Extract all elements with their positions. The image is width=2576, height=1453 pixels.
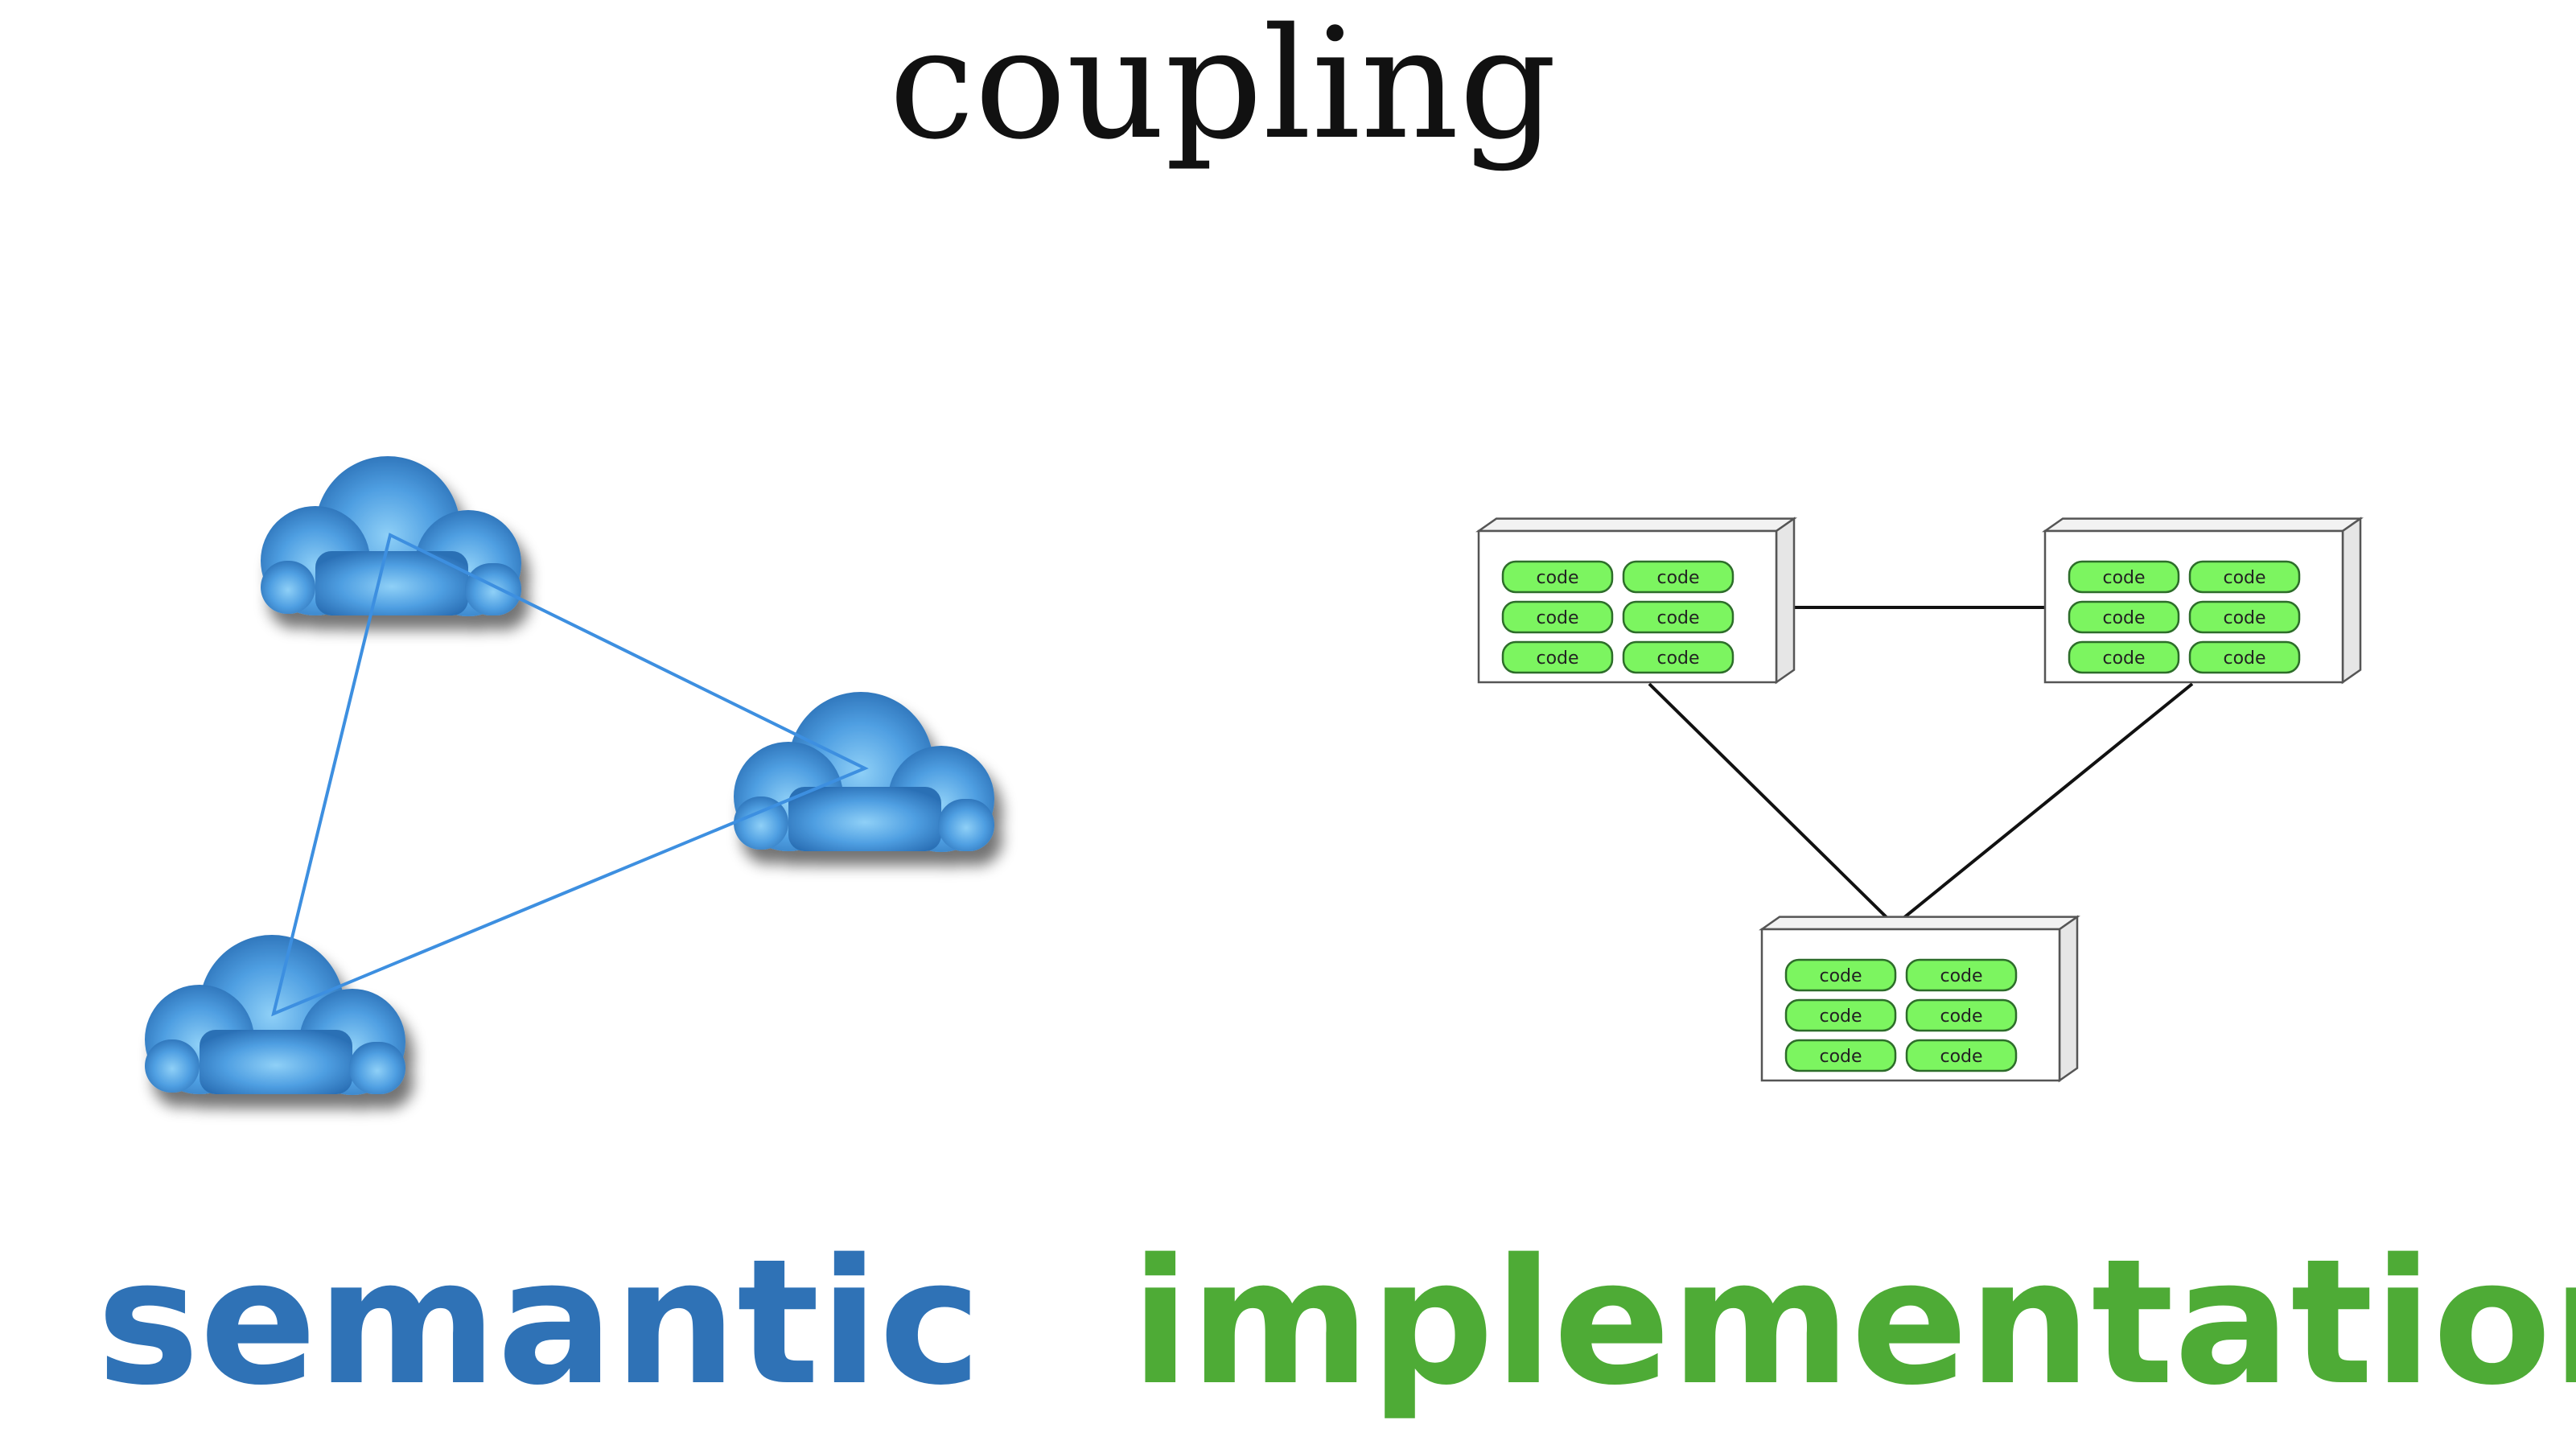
code-chip: code	[1905, 998, 2018, 1032]
code-chip-label: code	[1536, 608, 1578, 628]
code-chip-label: code	[1940, 1047, 1982, 1067]
code-chip-label: code	[2223, 568, 2265, 588]
code-chip: code	[1501, 560, 1614, 594]
implementation-label: implementation	[1130, 1221, 2576, 1423]
code-chip-label: code	[1940, 1006, 1982, 1027]
code-chip: code	[1784, 1039, 1897, 1072]
code-chip-label: code	[1656, 608, 1699, 628]
code-chip: code	[1784, 998, 1897, 1032]
code-chip-label: code	[1940, 966, 1982, 986]
implementation-coupling-link	[1893, 682, 2194, 927]
code-chip: code	[1905, 1039, 2018, 1072]
code-module-icon: code code code code code code	[1759, 915, 2080, 1083]
slide-title: coupling	[889, 0, 1557, 173]
semantic-coupling-link	[271, 533, 869, 1017]
implementation-coupling-link	[1648, 682, 1896, 927]
code-chip-label: code	[2223, 608, 2265, 628]
code-chip-label: code	[1536, 648, 1578, 669]
code-chip-label: code	[1536, 568, 1578, 588]
code-chip: code	[1622, 600, 1734, 634]
code-chip-label: code	[1819, 1006, 1862, 1027]
cloud-icon	[145, 935, 405, 1095]
code-chip-label: code	[2102, 648, 2145, 669]
code-chip: code	[1905, 958, 2018, 992]
code-chip-label: code	[2102, 608, 2145, 628]
code-chip: code	[2068, 560, 2180, 594]
code-chip: code	[1501, 600, 1614, 634]
code-module-icon: code code code code code code	[1475, 517, 1797, 685]
code-chip: code	[2188, 640, 2301, 674]
code-chip: code	[1501, 640, 1614, 674]
code-chip: code	[2188, 560, 2301, 594]
code-chip: code	[2068, 600, 2180, 634]
code-chip-label: code	[1656, 648, 1699, 669]
code-chip: code	[2188, 600, 2301, 634]
code-chip: code	[1622, 560, 1734, 594]
semantic-label: semantic	[97, 1221, 981, 1423]
code-chip-label: code	[1656, 568, 1699, 588]
code-chip: code	[1622, 640, 1734, 674]
code-chip: code	[1784, 958, 1897, 992]
code-chip-label: code	[2102, 568, 2145, 588]
semantic-diagram	[145, 456, 994, 1095]
code-chip-label: code	[1819, 966, 1862, 986]
code-chip: code	[2068, 640, 2180, 674]
code-chip-label: code	[1819, 1047, 1862, 1067]
cloud-icon	[734, 692, 994, 852]
code-module-icon: code code code code code code	[2042, 517, 2364, 685]
code-chip-label: code	[2223, 648, 2265, 669]
